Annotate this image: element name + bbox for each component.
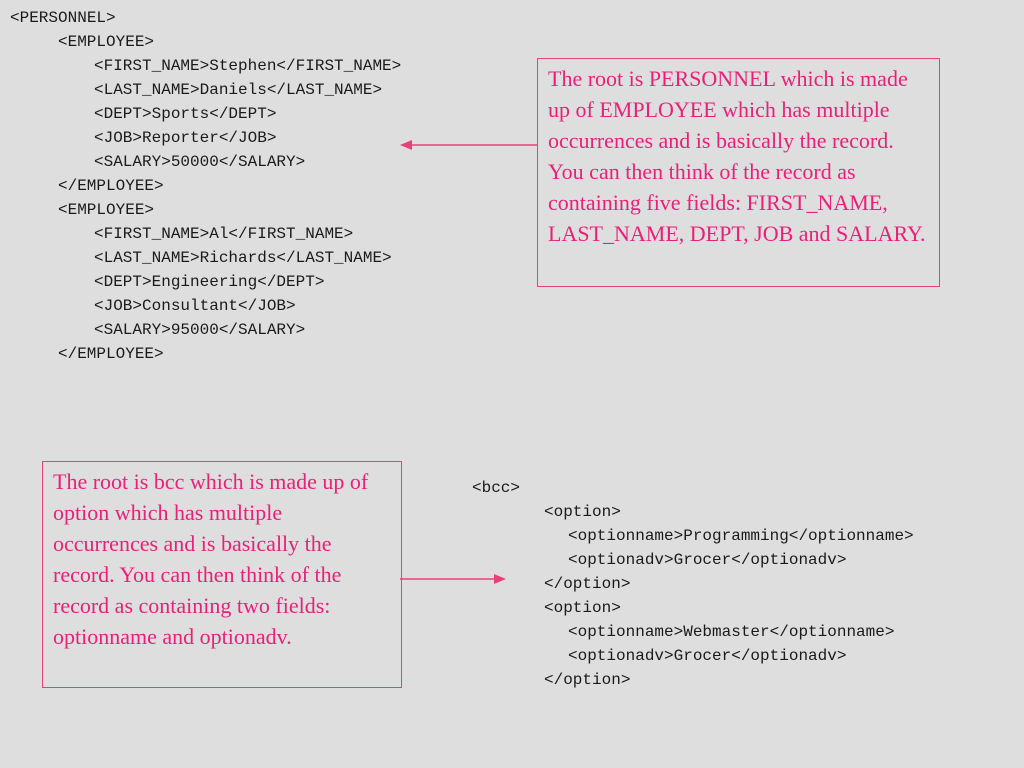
code-line: <DEPT>Sports</DEPT> [94,105,277,123]
code-line: <EMPLOYEE> [58,33,155,51]
left-arrow-icon [400,140,538,150]
code-line: <option> [544,503,621,521]
code-line: <JOB>Consultant</JOB> [94,297,296,315]
code-line: </EMPLOYEE> [58,345,164,363]
personnel-xml-code: <PERSONNEL> <EMPLOYEE> <FIRST_NAME>Steph… [0,0,520,370]
code-line: <SALARY>95000</SALARY> [94,321,306,339]
code-line: </EMPLOYEE> [58,177,164,195]
code-line: <LAST_NAME>Daniels</LAST_NAME> [94,81,383,99]
code-line: <optionname>Webmaster</optionname> [568,623,895,641]
code-line: </option> [544,575,631,593]
code-line: <EMPLOYEE> [58,201,155,219]
code-line: <optionadv>Grocer</optionadv> [568,551,847,569]
bcc-explanation-note: The root is bcc which is made up of opti… [42,461,402,688]
code-line: </option> [544,671,631,689]
code-line: <option> [544,599,621,617]
code-line: <FIRST_NAME>Al</FIRST_NAME> [94,225,354,243]
personnel-explanation-note: The root is PERSONNEL which is made up o… [537,58,940,287]
bcc-xml-code: <bcc> <option> <optionname>Programming</… [460,470,1020,700]
code-line: <optionadv>Grocer</optionadv> [568,647,847,665]
code-line: <optionname>Programming</optionname> [568,527,914,545]
right-arrow-icon [400,574,506,584]
code-line: <SALARY>50000</SALARY> [94,153,306,171]
code-line: <DEPT>Engineering</DEPT> [94,273,325,291]
code-line: <FIRST_NAME>Stephen</FIRST_NAME> [94,57,402,75]
code-line: <JOB>Reporter</JOB> [94,129,277,147]
code-line: <bcc> [472,479,521,497]
code-line: <LAST_NAME>Richards</LAST_NAME> [94,249,392,267]
code-line: <PERSONNEL> [10,9,116,27]
